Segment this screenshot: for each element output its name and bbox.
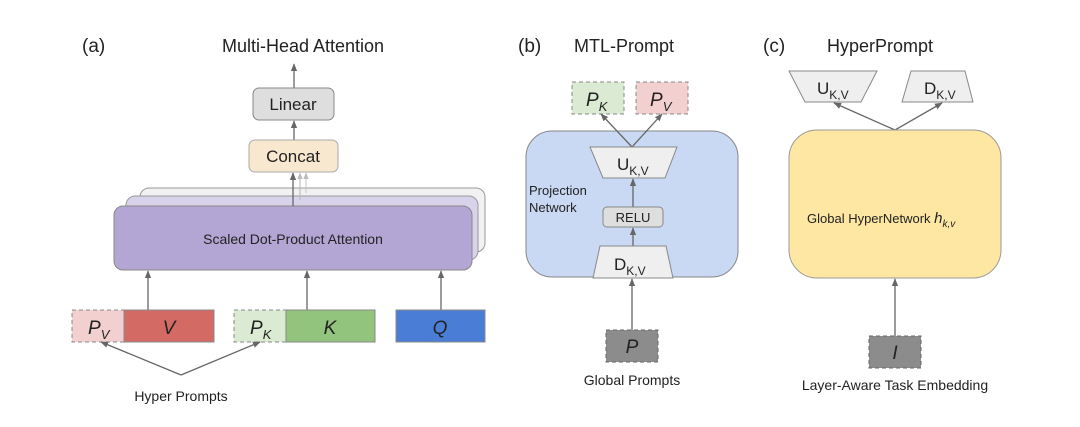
task-embedding-label: I — [892, 343, 898, 364]
pk-output-box — [571, 81, 625, 115]
up-weight-label: UK,V — [817, 79, 849, 102]
v-box — [123, 309, 215, 343]
pk-box — [233, 309, 287, 343]
up-to-pv-arrow — [631, 113, 663, 148]
concat-label: Concat — [266, 147, 320, 166]
task-embedding-box — [868, 335, 922, 369]
down-weight-label: DK,V — [924, 79, 956, 102]
relu-box — [602, 206, 664, 228]
attention-label: Scaled Dot-Product Attention — [203, 231, 383, 247]
up-to-pk-arrow — [600, 113, 633, 148]
v-label: V — [163, 318, 178, 339]
q-label: Q — [433, 318, 448, 339]
k-box — [285, 309, 376, 343]
hypernetwork-box — [788, 129, 1002, 279]
panel-b-title: MTL-Prompt — [574, 36, 674, 56]
global-prompt-label: P — [626, 337, 639, 358]
hyper-prompts-caption: Hyper Prompts — [134, 388, 227, 404]
hypernetwork-label: Global HyperNetwork hk,v — [807, 210, 956, 230]
pv-output-label: PV — [650, 90, 673, 114]
linear-box — [252, 87, 335, 121]
panel-b: (b) MTL-Prompt PK PV Projection Network … — [518, 36, 739, 388]
projection-label-1: Projection — [529, 183, 587, 198]
hypernet-to-up-arrow — [833, 102, 896, 131]
task-embedding-caption: Layer-Aware Task Embedding — [802, 377, 988, 393]
down-projection-label: DK,V — [614, 255, 646, 278]
linear-label: Linear — [269, 95, 317, 114]
panel-a-title: Multi-Head Attention — [222, 36, 384, 56]
hyper-to-pv-arrow — [100, 341, 182, 376]
concat-box — [248, 139, 339, 173]
down-projection-box — [592, 245, 674, 279]
global-prompt-box — [605, 329, 659, 363]
panel-a: (a) Multi-Head Attention Linear Concat S… — [71, 36, 486, 404]
hypernet-to-down-arrow — [894, 102, 943, 131]
up-projection-box — [589, 146, 678, 179]
global-prompts-caption: Global Prompts — [584, 372, 680, 388]
pv-box — [71, 309, 125, 343]
up-projection-label: UK,V — [617, 155, 649, 178]
q-box — [395, 309, 486, 343]
projection-label-2: Network — [529, 200, 577, 215]
pv-output-box — [635, 81, 689, 115]
down-weight-box — [901, 70, 974, 103]
hyper-to-pk-arrow — [180, 341, 261, 376]
panel-c-label: (c) — [763, 36, 785, 57]
pk-output-label: PK — [586, 90, 609, 114]
panel-c-title: HyperPrompt — [827, 36, 933, 56]
panel-a-label: (a) — [82, 36, 105, 57]
k-label: K — [324, 318, 338, 339]
panel-c: (c) HyperPrompt UK,V DK,V Global HyperNe… — [763, 36, 1002, 393]
pk-label: PK — [250, 318, 273, 342]
up-weight-box — [788, 70, 878, 103]
relu-label: RELU — [616, 210, 651, 225]
panel-b-label: (b) — [518, 36, 541, 57]
pv-label: PV — [88, 318, 111, 342]
